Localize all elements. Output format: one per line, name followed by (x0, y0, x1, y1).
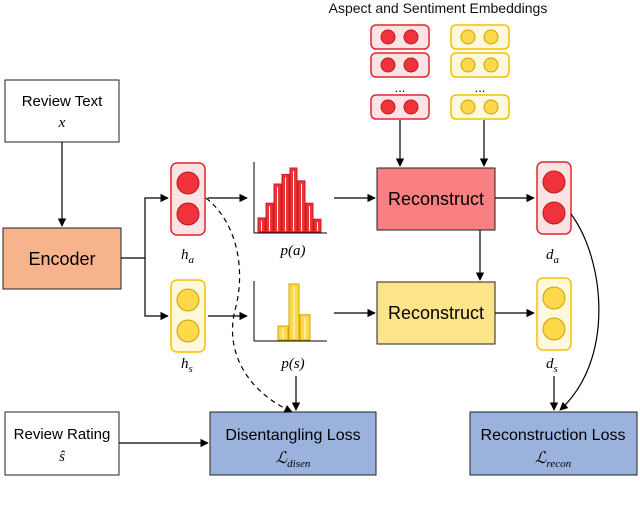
review-rating-box (4, 411, 120, 476)
reconstruction-loss-label: Reconstruction Loss (481, 427, 626, 444)
disentangling-loss-symbol: ℒdisen (276, 450, 311, 470)
reconstruction-loss-symbol: ℒrecon (535, 450, 572, 470)
d-s-vector (536, 277, 572, 351)
h-s-label: hs (181, 356, 193, 375)
reconstruction-loss-box (469, 411, 638, 476)
review-text-label: Review Text (22, 93, 103, 110)
reconstruct-aspect-label: Reconstruct (388, 189, 484, 209)
h-s-vector (170, 279, 206, 353)
disentangling-loss-label: Disentangling Loss (225, 427, 360, 444)
embeddings-title: Aspect and Sentiment Embeddings (329, 0, 548, 16)
flow-arrows (57, 120, 600, 448)
reconstruct-aspect-box (376, 167, 496, 231)
d-a-label: da (546, 247, 560, 266)
review-rating-var: ŝ (59, 449, 65, 465)
p-a-histogram (253, 162, 327, 234)
reconstruct-sentiment-box (376, 281, 496, 345)
aspect-embeddings-stack (370, 24, 430, 120)
aspect-embeddings-ellipsis: ... (395, 80, 406, 95)
d-s-label: ds (546, 356, 558, 375)
review-text-var: x (58, 115, 66, 131)
sentiment-embeddings-stack (450, 24, 510, 120)
reconstruct-sentiment-label: Reconstruct (388, 303, 484, 323)
p-a-label: p(a) (280, 243, 306, 259)
review-text-box (4, 79, 120, 143)
p-s-histogram (253, 281, 327, 342)
review-rating-label: Review Rating (14, 426, 111, 443)
p-s-label: p(s) (280, 356, 304, 372)
d-a-vector (536, 161, 572, 235)
sentiment-embeddings-ellipsis: ... (475, 80, 486, 95)
encoder-label: Encoder (28, 249, 95, 269)
encoder-box (2, 227, 122, 290)
h-a-label: ha (181, 247, 195, 266)
h-a-vector (170, 162, 206, 236)
disentangling-loss-box (209, 411, 377, 476)
